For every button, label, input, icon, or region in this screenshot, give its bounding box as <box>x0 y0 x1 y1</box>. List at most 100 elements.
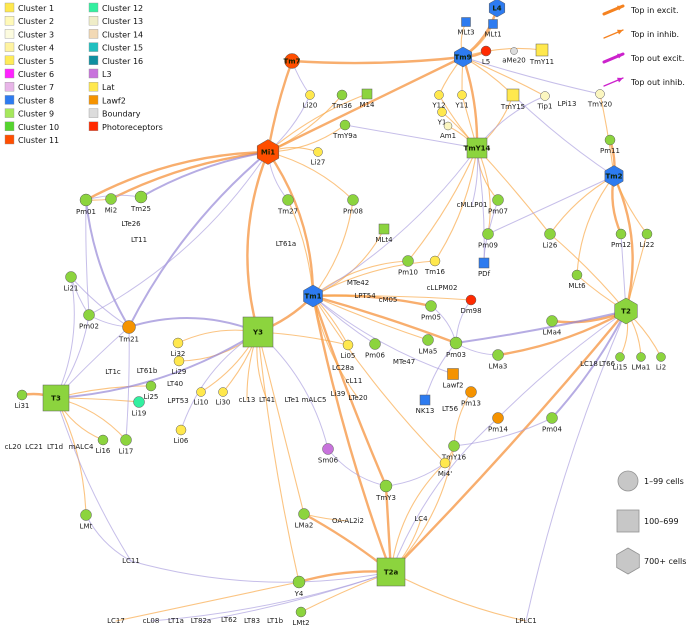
node-mlt6[interactable]: MLt6 <box>568 269 586 290</box>
node-pm05[interactable]: Pm05 <box>421 300 441 322</box>
legend-item-cluster-5[interactable]: Cluster 5 <box>4 55 54 66</box>
node-li31[interactable]: Li31 <box>15 389 30 410</box>
node-li30[interactable]: Li30 <box>216 387 231 407</box>
node-pm02[interactable]: Pm02 <box>79 309 99 331</box>
legend-item-cluster-11[interactable]: Cluster 11 <box>4 134 59 145</box>
legend-item-cluster-16[interactable]: Cluster 16 <box>88 55 143 66</box>
node-li17[interactable]: Li17 <box>119 434 134 456</box>
legend-item-cluster-1[interactable]: Cluster 1 <box>4 2 54 13</box>
node-mi1[interactable]: Mi1 <box>256 139 280 165</box>
node-y12[interactable]: Y12 <box>431 90 446 110</box>
node-tmy11[interactable]: TmY11 <box>529 43 554 66</box>
node-li16[interactable]: Li16 <box>96 434 111 455</box>
node-li27[interactable]: Li27 <box>311 147 326 167</box>
node-li25[interactable]: Li25 <box>144 380 159 401</box>
node-mlt1[interactable]: MLt1 <box>484 19 502 39</box>
node-pm08[interactable]: Pm08 <box>343 194 363 216</box>
legend-item-photoreceptors[interactable]: Photoreceptors <box>88 121 163 132</box>
node-tm1[interactable]: Tm1 <box>303 284 323 308</box>
legend-item-l3[interactable]: L3 <box>88 68 112 79</box>
node-tmy9a[interactable]: TmY9a <box>332 119 357 140</box>
node-pm01[interactable]: Pm01 <box>76 193 96 216</box>
legend-item-cluster-8[interactable]: Cluster 8 <box>4 95 54 105</box>
node-lmt2[interactable]: LMt2 <box>292 606 310 627</box>
node-l5[interactable]: L5 <box>480 45 492 66</box>
legend-item-lawf2[interactable]: Lawf2 <box>88 95 126 105</box>
node-lma1[interactable]: LMa1 <box>632 352 651 372</box>
node-li20[interactable]: Li20 <box>303 90 318 110</box>
legend-item-lat[interactable]: Lat <box>88 81 115 92</box>
node-li29[interactable]: Li29 <box>172 355 187 376</box>
legend-item-cluster-10[interactable]: Cluster 10 <box>4 121 59 132</box>
node-y4[interactable]: Y4 <box>292 575 306 598</box>
node-pm10[interactable]: Pm10 <box>398 255 418 277</box>
legend-item-cluster-14[interactable]: Cluster 14 <box>88 29 143 39</box>
node-pdf[interactable]: PDf <box>478 257 491 278</box>
node-l4[interactable]: L4 <box>488 0 506 18</box>
node-li15[interactable]: Li15 <box>613 352 628 372</box>
node-li32[interactable]: Li32 <box>171 337 186 358</box>
node-ame20[interactable]: aMe20 <box>502 47 526 65</box>
node-lawf2[interactable]: Lawf2 <box>443 368 464 390</box>
node-tmy3[interactable]: TmY3 <box>375 479 396 502</box>
node-t3[interactable]: T3 <box>42 384 70 412</box>
node-tm16[interactable]: Tm16 <box>424 255 446 276</box>
legend-item-cluster-15[interactable]: Cluster 15 <box>88 42 143 53</box>
node-pm14[interactable]: Pm14 <box>488 412 509 434</box>
node-y3[interactable]: Y3 <box>242 316 274 348</box>
node-li21[interactable]: Li21 <box>64 271 79 293</box>
legend-item-cluster-2[interactable]: Cluster 2 <box>4 16 54 26</box>
node-li05[interactable]: Li05 <box>341 339 356 360</box>
node-tmy20[interactable]: TmY20 <box>587 89 612 109</box>
node-lma2[interactable]: LMa2 <box>295 508 314 530</box>
node-tmy14[interactable]: TmY14 <box>464 137 491 159</box>
node-lma4[interactable]: LMa4 <box>543 315 562 337</box>
node-li19[interactable]: Li19 <box>132 396 147 418</box>
node-mi4[interactable]: Mi4' <box>438 457 452 478</box>
node-mlt4[interactable]: MLt4 <box>375 223 393 244</box>
legend-item-cluster-6[interactable]: Cluster 6 <box>4 68 54 79</box>
node-li26[interactable]: Li26 <box>543 228 558 250</box>
node-y1[interactable]: Y1 <box>437 107 447 127</box>
legend-item-cluster-9[interactable]: Cluster 9 <box>4 108 54 119</box>
node-pm07[interactable]: Pm07 <box>488 194 508 216</box>
node-tm21[interactable]: Tm21 <box>118 320 139 344</box>
node-tmy16[interactable]: TmY16 <box>441 440 467 462</box>
node-lma5[interactable]: LMa5 <box>419 334 438 356</box>
node-lma3[interactable]: LMa3 <box>489 349 508 371</box>
node-li22[interactable]: Li22 <box>640 228 655 249</box>
node-pm12[interactable]: Pm12 <box>611 228 631 249</box>
node-t2a[interactable]: T2a <box>376 557 406 587</box>
node-pm04[interactable]: Pm04 <box>542 412 563 434</box>
legend-item-cluster-12[interactable]: Cluster 12 <box>88 2 143 13</box>
node-pm11[interactable]: Pm11 <box>600 134 620 155</box>
node-tm27[interactable]: Tm27 <box>277 194 298 216</box>
node-pm03[interactable]: Pm03 <box>446 336 466 359</box>
node-sm06[interactable]: Sm06 <box>318 443 339 465</box>
node-tm2[interactable]: Tm2 <box>604 165 624 187</box>
node-li2[interactable]: Li2 <box>656 352 666 372</box>
node-mlt3[interactable]: MLt3 <box>457 17 475 37</box>
node-tm9[interactable]: Tm9 <box>454 46 472 68</box>
node-am1[interactable]: Am1 <box>440 121 456 140</box>
legend-item-cluster-3[interactable]: Cluster 3 <box>4 29 54 39</box>
legend-item-cluster-4[interactable]: Cluster 4 <box>4 42 54 53</box>
node-lmt[interactable]: LMt <box>80 509 93 531</box>
legend-item-cluster-13[interactable]: Cluster 13 <box>88 16 143 26</box>
node-tm36[interactable]: Tm36 <box>331 89 353 110</box>
node-dm98[interactable]: Dm98 <box>460 294 482 315</box>
legend-item-cluster-7[interactable]: Cluster 7 <box>4 81 54 92</box>
node-tm7[interactable]: Tm7 <box>284 53 301 69</box>
node-tmy15[interactable]: TmY15 <box>500 88 525 111</box>
node-li10[interactable]: Li10 <box>194 387 209 407</box>
node-m14[interactable]: M14 <box>360 88 375 109</box>
node-nk13[interactable]: NK13 <box>416 394 435 415</box>
node-tip1[interactable]: Tip1 <box>537 91 553 111</box>
node-li06[interactable]: Li06 <box>174 424 189 445</box>
node-pm06[interactable]: Pm06 <box>365 338 386 360</box>
node-y11[interactable]: Y11 <box>454 90 469 110</box>
node-pm09[interactable]: Pm09 <box>478 228 498 250</box>
node-pm13[interactable]: Pm13 <box>461 386 481 408</box>
node-tm25[interactable]: Tm25 <box>130 190 151 213</box>
node-mi2[interactable]: Mi2 <box>105 193 117 215</box>
